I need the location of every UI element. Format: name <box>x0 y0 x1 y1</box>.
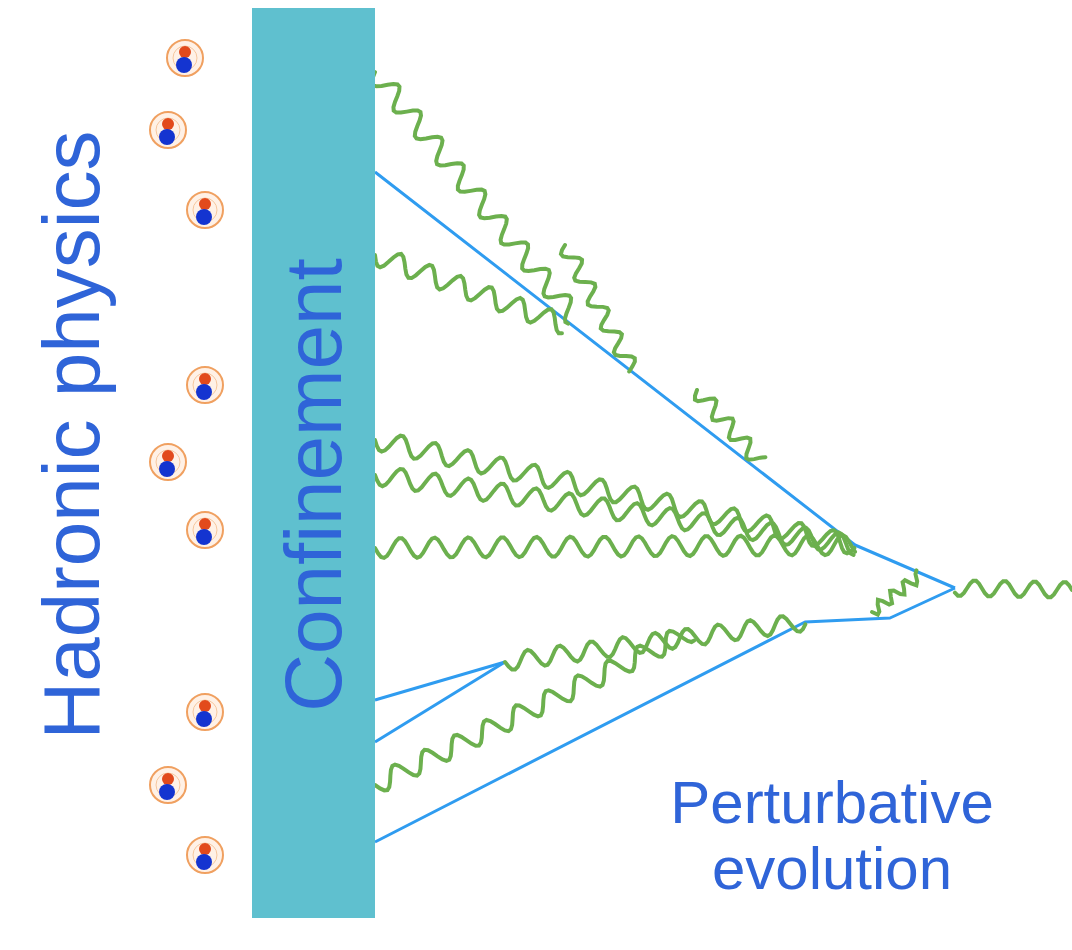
gluon-line <box>872 570 917 614</box>
quark-dot <box>159 461 175 477</box>
quark-dot <box>162 450 174 462</box>
quark-dot <box>196 711 212 727</box>
quark-dot <box>199 373 211 385</box>
hadron-outline <box>167 40 203 76</box>
hadron-outline <box>187 192 223 228</box>
quark-line <box>375 662 505 700</box>
quark-dot <box>196 854 212 870</box>
quark-dot <box>199 518 211 530</box>
hadron-icon <box>150 767 186 803</box>
quark-dot <box>159 129 175 145</box>
hadron-icon <box>187 192 223 228</box>
hadron-icon <box>187 367 223 403</box>
region-caption: Perturbative evolution <box>612 770 1052 902</box>
hadron-icon <box>150 112 186 148</box>
quark-line <box>375 662 505 742</box>
gluon-line <box>372 72 571 324</box>
quark-dot <box>196 209 212 225</box>
quark-dot <box>199 198 211 210</box>
gluon-line <box>375 631 694 790</box>
gluon-line <box>505 616 805 669</box>
quark-dot <box>162 773 174 785</box>
quark-dot <box>196 529 212 545</box>
hadron-icon <box>167 40 203 76</box>
confinement-band: Confinement <box>252 8 375 918</box>
hadron-outline <box>187 837 223 873</box>
gluon-line <box>561 245 635 372</box>
quark-dot <box>159 784 175 800</box>
hadron-outline <box>150 112 186 148</box>
gluon-line <box>375 254 562 333</box>
hadron-outline <box>187 512 223 548</box>
gluon-line <box>695 390 765 460</box>
gluon-line <box>375 535 855 558</box>
quark-dot <box>176 57 192 73</box>
hadron-outline <box>150 767 186 803</box>
hadron-outline <box>187 694 223 730</box>
gluon-line <box>955 581 1072 598</box>
hadron-icon <box>187 694 223 730</box>
quark-line <box>375 172 955 588</box>
quark-dot <box>199 700 211 712</box>
hadron-icon <box>187 837 223 873</box>
hadron-icon <box>150 444 186 480</box>
quark-dot <box>179 46 191 58</box>
hadron-outline <box>150 444 186 480</box>
hadron-outline <box>187 367 223 403</box>
hadron-icon <box>187 512 223 548</box>
quark-dot <box>196 384 212 400</box>
quark-dot <box>162 118 174 130</box>
band-title: Confinement <box>274 258 354 712</box>
hadron-icons <box>150 40 223 873</box>
quark-dot <box>199 843 211 855</box>
side-title: Hadronic physics <box>32 130 112 739</box>
